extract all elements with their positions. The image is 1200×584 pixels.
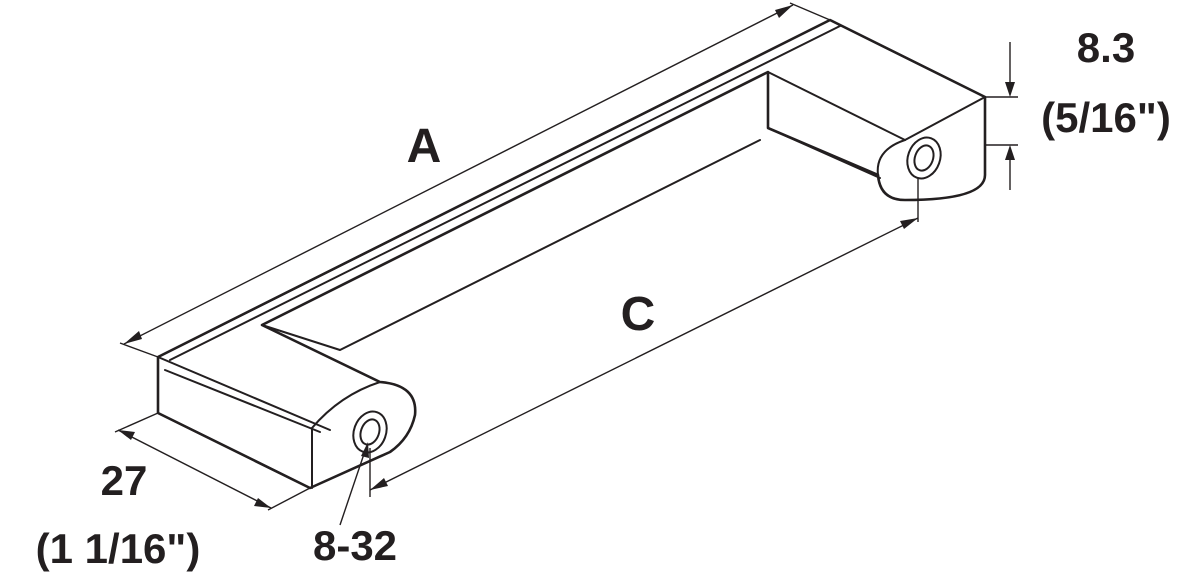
width-ext-right (267, 487, 311, 511)
dimension-width: 27 (1 1/16") (36, 412, 311, 572)
rail-top-edge (157, 19, 831, 358)
dim-a-line (123, 4, 794, 345)
thread-leader (339, 447, 367, 526)
dim-a-label: A (407, 120, 442, 173)
dimension-a: A (119, 2, 831, 358)
handle-body (156, 18, 987, 490)
thread-callout: 8-32 (313, 442, 397, 569)
right-leg-end-curve (876, 139, 906, 176)
width-mm-label: 27 (101, 457, 148, 504)
thread-label: 8-32 (313, 522, 397, 569)
height-arrow-bottom (1005, 145, 1015, 160)
dim-c-arrow-right (900, 218, 918, 229)
width-in-label: (1 1/16") (36, 525, 201, 572)
left-leg-mid-edge (164, 369, 321, 433)
rail-inner-lip-bevel (261, 139, 761, 351)
width-arrow-right (254, 498, 271, 508)
dim-a-arrow-left (124, 331, 142, 344)
right-leg-face-mid (767, 127, 881, 179)
right-leg-end-front (904, 96, 986, 141)
dim-c-line (369, 217, 919, 491)
thread-leader-arrow (361, 442, 369, 458)
right-leg-face-top (767, 71, 906, 141)
left-leg-top-edge (157, 356, 331, 431)
dimension-height: 8.3 (5/16") (985, 24, 1171, 190)
width-arrow-left (118, 430, 135, 440)
dim-a-ext-left (119, 342, 159, 358)
width-ext-left (114, 412, 159, 433)
right-hole-outer (906, 136, 942, 180)
dim-a-ext-right (789, 2, 831, 21)
left-hole-inner (359, 418, 381, 446)
width-line (117, 429, 272, 509)
dim-c-label: C (621, 288, 656, 341)
height-mm-label: 8.3 (1077, 24, 1135, 71)
height-arrow-top (1005, 82, 1015, 97)
height-in-label: (5/16") (1041, 94, 1171, 141)
right-hole-inner (913, 144, 935, 172)
left-leg-bottom-edge (157, 412, 311, 489)
mounting-holes (352, 136, 942, 454)
right-leg-top-edge (829, 19, 986, 98)
rail-inner-top-edge (169, 25, 841, 361)
left-hole-outer (352, 410, 388, 454)
dimension-c: C (369, 178, 919, 497)
left-leg-end-curve (311, 381, 381, 429)
rail-inner-lip (261, 71, 769, 326)
dim-c-arrow-left (370, 478, 388, 490)
dim-a-arrow-right (775, 5, 793, 18)
